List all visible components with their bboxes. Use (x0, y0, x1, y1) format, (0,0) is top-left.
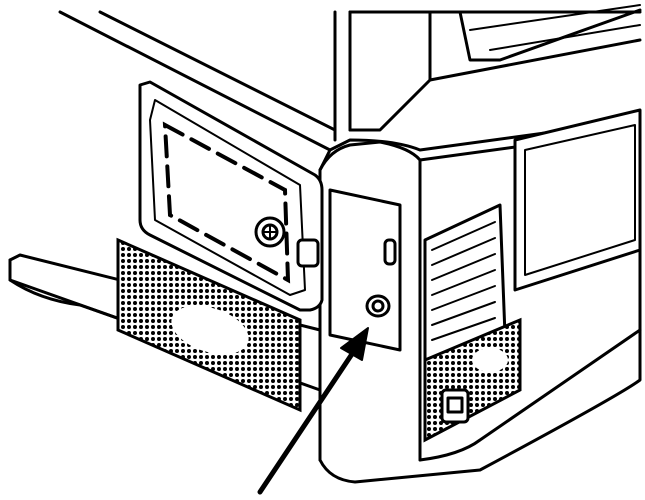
right-louver-vent (423, 203, 507, 362)
right-side-panel (513, 108, 642, 292)
panel-latch (296, 238, 320, 268)
arrow-icon (257, 327, 369, 495)
power-inlet (440, 388, 470, 424)
side-panel-cover (138, 80, 324, 312)
left-vent-grille (116, 237, 302, 413)
screw-icon (365, 294, 391, 318)
printer-top-housing (58, 4, 642, 152)
thumbscrew-icon (254, 216, 286, 248)
rear-column (328, 188, 402, 352)
